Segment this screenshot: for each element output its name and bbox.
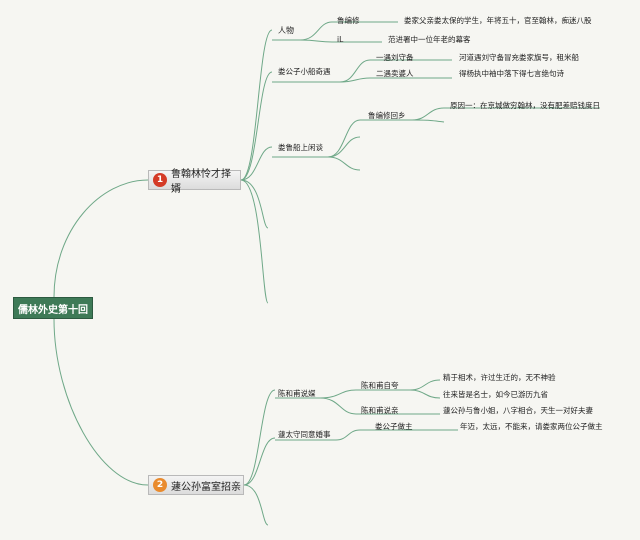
detail-lou-zuozhu[interactable]: 年迈，太远，不能来，请娄家两位公子做主 — [460, 422, 603, 431]
detail-yiyu[interactable]: 河道遇刘守备冒充娄家旗号，租米船 — [459, 53, 579, 62]
topic-lou-zuozhu[interactable]: 娄公子做主 — [375, 422, 413, 431]
branch-number-badge: 1 — [153, 173, 167, 187]
topic-lou-lu[interactable]: 娄鲁船上闲谈 — [278, 143, 323, 152]
topic-lu-huixiang[interactable]: 鲁编修回乡 — [368, 111, 406, 120]
topic-il[interactable]: iL — [337, 35, 344, 44]
detail-lu-huixiang[interactable]: 原因一：在京城做穷翰林，没有肥差赔钱度日 — [450, 101, 600, 110]
detail-eryu[interactable]: 得杨执中袖中落下得七言绝句诗 — [459, 69, 564, 78]
topic-lou-gongzi[interactable]: 娄公子小船奇遇 — [278, 67, 331, 76]
branch-topic-label: 鲁翰林怜才择婿 — [171, 169, 231, 195]
detail-chen-shuoqin[interactable]: 蘧公孙与鲁小姐，八字相合，天生一对好夫妻 — [443, 406, 593, 415]
detail-chen-zikua-1[interactable]: 精于相术，许过生迁的，无不神验 — [443, 373, 556, 382]
topic-chen-shuoqin[interactable]: 陈和甫说亲 — [361, 406, 399, 415]
root-topic[interactable]: 儒林外史第十回 — [13, 297, 93, 319]
topic-renwu[interactable]: 人物 — [278, 26, 294, 35]
branch-topic-label: 蘧公孙富室招亲 — [171, 481, 241, 493]
topic-eryu[interactable]: 二遇卖婆人 — [376, 69, 414, 78]
topic-yiyu[interactable]: 一遇刘守备 — [376, 53, 414, 62]
branch-topic-1[interactable]: 1 鲁翰林怜才择婿 — [148, 169, 241, 195]
topic-lu-bianxiu[interactable]: 鲁编修 — [337, 16, 360, 25]
topic-chen-shuomei[interactable]: 陈和甫说媒 — [278, 389, 316, 398]
detail-il[interactable]: 范进署中一位年老的幕客 — [388, 35, 471, 44]
branch-topic-2[interactable]: 2 蘧公孙富室招亲 — [148, 475, 244, 495]
branch-number-badge: 2 — [153, 478, 167, 492]
detail-lu-bianxiu[interactable]: 娄家父亲娄太保的学生，年将五十，官至翰林，痴迷八股 — [404, 16, 592, 25]
detail-chen-zikua-2[interactable]: 往来皆是名士，如今已游历九省 — [443, 390, 548, 399]
topic-qu-taishou[interactable]: 蘧太守同意婚事 — [278, 430, 331, 439]
topic-chen-zikua[interactable]: 陈和甫自夸 — [361, 381, 399, 390]
